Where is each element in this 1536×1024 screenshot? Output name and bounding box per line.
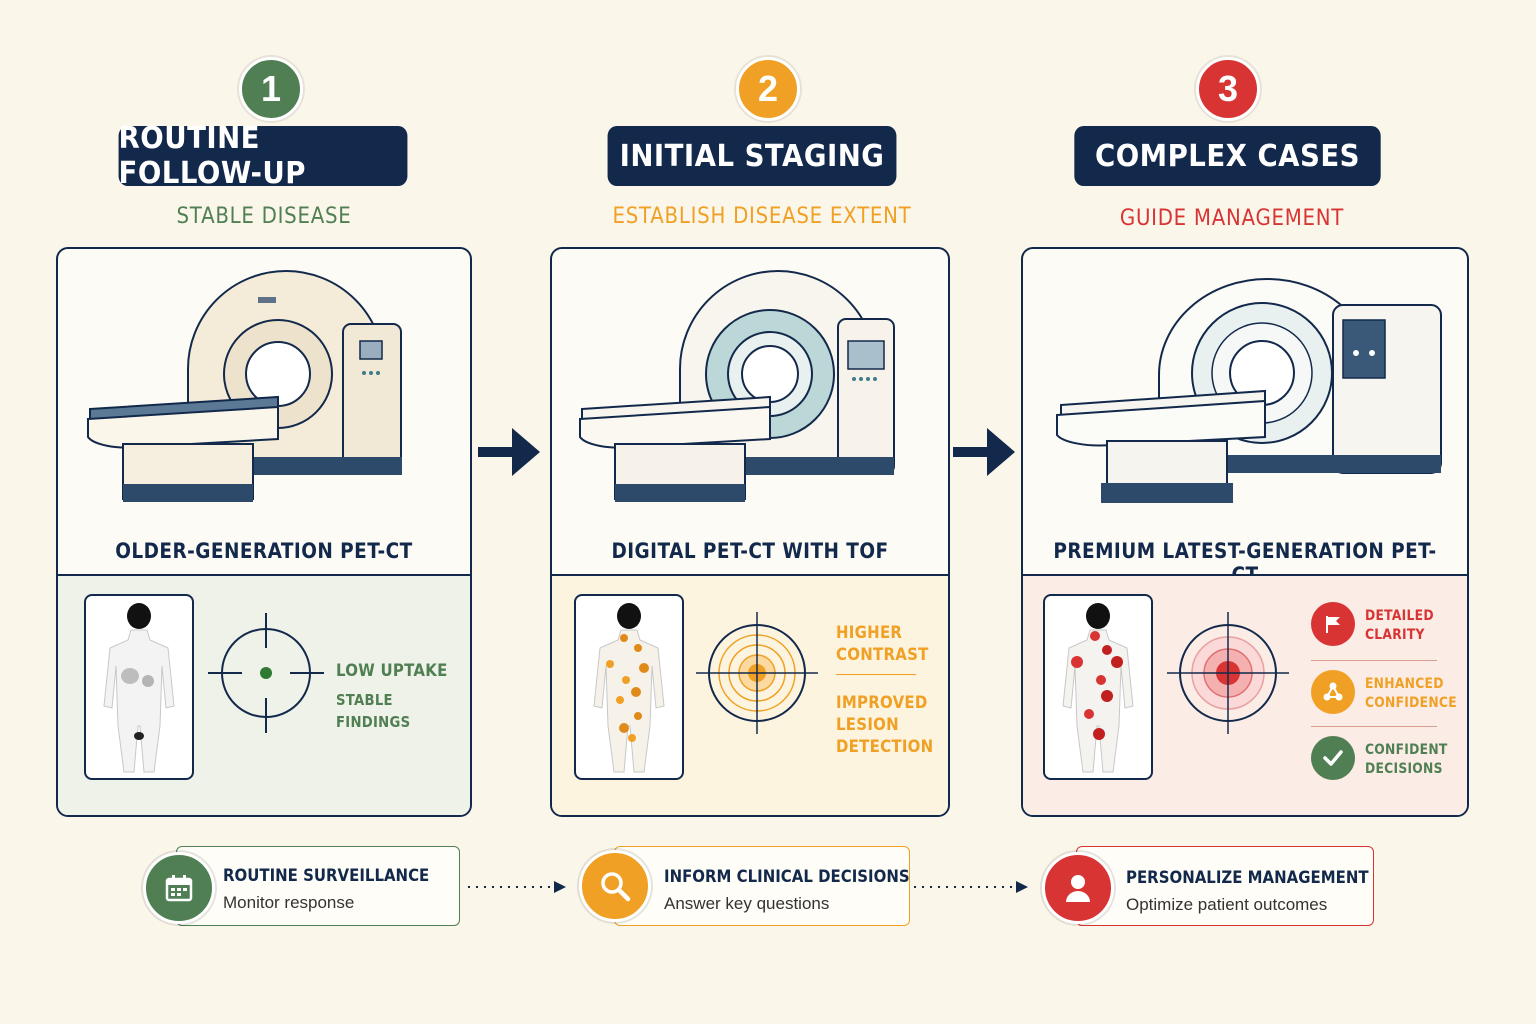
crosshair-target-icon — [208, 613, 324, 733]
person-icon — [1042, 852, 1114, 924]
search-icon — [579, 850, 651, 922]
outcome-card-inform: INFORM CLINICAL DECISIONS Answer key que… — [614, 846, 910, 926]
findings-area: HIGHER CONTRAST IMPROVED LESION DETECTIO… — [552, 574, 948, 815]
machine-label: DIGITAL PET-CT WITH TOF — [611, 539, 889, 563]
pet-body-scan-image — [574, 594, 684, 780]
outcome-description: Optimize patient outcomes — [1126, 895, 1328, 914]
finding-low-uptake: LOW UPTAKE — [336, 661, 448, 681]
body-silhouette-icon — [593, 603, 665, 773]
panel-routine: OLDER-GENERATION PET-CT LOW UPTAKE STABL… — [56, 247, 472, 817]
feature-enhanced-confidence: ENHANCED CONFIDENCE — [1365, 676, 1457, 711]
finding-lesion-detection: IMPROVED LESION DETECTION — [836, 693, 934, 757]
pet-ct-scanner-illustration — [87, 270, 402, 502]
outcome-card-personalize: PERSONALIZE MANAGEMENT Optimize patient … — [1076, 846, 1374, 926]
calendar-icon — [143, 852, 215, 924]
stage-subtitle-initial: ESTABLISH DISEASE EXTENT — [612, 204, 912, 229]
step-number-3: 3 — [1196, 57, 1260, 121]
body-silhouette-icon — [1062, 603, 1134, 773]
machine-label: OLDER-GENERATION PET-CT — [115, 539, 413, 563]
outcome-description: Answer key questions — [664, 894, 830, 913]
dotted-arrow-icon — [914, 881, 1028, 893]
stage-title-routine: ROUTINE FOLLOW-UP — [118, 121, 408, 191]
stage-title-initial: INITIAL STAGING — [607, 126, 897, 186]
findings-area: DETAILED CLARITY ENHANCED CONFIDENCE CON… — [1023, 574, 1467, 815]
outcome-title: INFORM CLINICAL DECISIONS — [664, 867, 910, 887]
arrow-right-icon — [478, 428, 540, 476]
findings-area: LOW UPTAKE STABLE FINDINGS — [58, 574, 470, 815]
outcome-description: Monitor response — [223, 893, 355, 912]
body-silhouette-icon — [103, 603, 175, 773]
feature-detailed-clarity: DETAILED CLARITY — [1365, 608, 1434, 643]
dotted-arrow-icon — [468, 881, 566, 893]
panel-initial-staging: DIGITAL PET-CT WITH TOF HIGHER CONTRAST … — [550, 247, 950, 817]
step-number-1: 1 — [239, 57, 303, 121]
stage-subtitle-complex: GUIDE MANAGEMENT — [1119, 206, 1345, 231]
pet-ct-scanner-illustration — [579, 270, 895, 502]
pet-ct-scanner-illustration — [1056, 278, 1442, 503]
concentric-target-icon — [696, 612, 818, 734]
machine-label: PREMIUM LATEST-GENERATION PET-CT — [1053, 539, 1437, 587]
network-icon — [1311, 670, 1355, 714]
pet-body-scan-image — [84, 594, 194, 780]
finding-stable: STABLE FINDINGS — [336, 691, 411, 731]
outcome-card-routine: ROUTINE SURVEILLANCE Monitor response — [176, 846, 460, 926]
divider — [1311, 660, 1437, 661]
divider — [1311, 726, 1437, 727]
divider — [836, 674, 916, 675]
concentric-target-icon — [1167, 612, 1289, 734]
flag-icon — [1311, 602, 1355, 646]
step-number-2: 2 — [736, 57, 800, 121]
outcome-title: PERSONALIZE MANAGEMENT — [1126, 868, 1369, 888]
pet-body-scan-image — [1043, 594, 1153, 780]
finding-higher-contrast: HIGHER CONTRAST — [836, 623, 929, 665]
outcome-title: ROUTINE SURVEILLANCE — [223, 866, 430, 886]
stage-title-complex: COMPLEX CASES — [1074, 126, 1381, 186]
stage-subtitle-routine: STABLE DISEASE — [176, 204, 352, 229]
feature-confident-decisions: CONFIDENT DECISIONS — [1365, 742, 1448, 777]
check-icon — [1311, 736, 1355, 780]
arrow-right-icon — [953, 428, 1015, 476]
panel-complex-cases: PREMIUM LATEST-GENERATION PET-CT DETAILE… — [1021, 247, 1469, 817]
